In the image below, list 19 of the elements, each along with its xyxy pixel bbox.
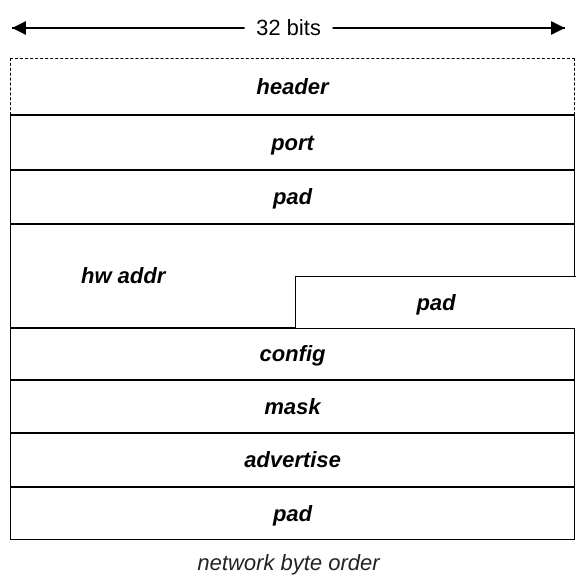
- field-name: header: [256, 74, 329, 100]
- packet-field-box: [10, 58, 575, 115]
- field-name: hw addr: [81, 263, 166, 289]
- caption: network byte order: [196, 550, 382, 576]
- nested-field-box: [295, 276, 576, 329]
- packet-field-box: [10, 224, 575, 328]
- field-name: port: [271, 130, 314, 156]
- field-name: config: [260, 341, 326, 367]
- field-name: pad: [416, 290, 456, 316]
- packet-field-box: [10, 328, 575, 380]
- packet-field-box: [10, 433, 575, 487]
- packet-field-box: [10, 380, 575, 433]
- field-name: pad: [272, 500, 312, 526]
- packet-field-box: [10, 170, 575, 224]
- packet-field-box: [10, 487, 575, 540]
- field-name: mask: [264, 394, 321, 420]
- field-name: pad: [272, 184, 312, 210]
- packet-field-box: [10, 115, 575, 170]
- field-name: advertise: [244, 447, 341, 473]
